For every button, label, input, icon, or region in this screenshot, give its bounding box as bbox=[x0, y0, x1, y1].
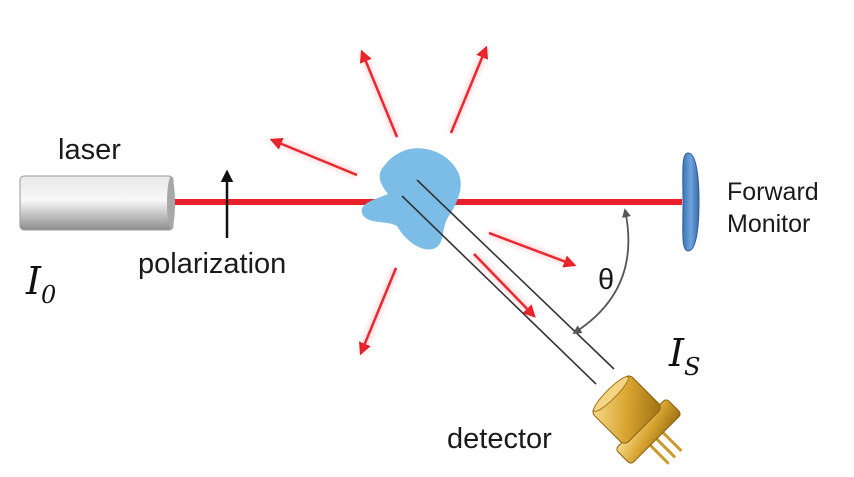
laser-label: laser bbox=[58, 134, 121, 166]
polarization-label: polarization bbox=[138, 248, 287, 280]
detector-guide-lines bbox=[401, 179, 615, 385]
detector-label: detector bbox=[447, 423, 552, 455]
sample-blob-icon bbox=[361, 148, 461, 250]
incident-intensity-symbol: I0 bbox=[26, 262, 56, 307]
photodiode-detector-icon bbox=[592, 375, 683, 465]
forward-monitor-label: Forward Monitor bbox=[727, 176, 819, 240]
forward-monitor-label-line2: Monitor bbox=[727, 210, 811, 238]
forward-monitor-label-line1: Forward bbox=[727, 178, 819, 206]
forward-monitor-disc-icon bbox=[682, 152, 700, 252]
scattered-intensity-symbol: IS bbox=[669, 334, 700, 379]
scattered-intensity-subscript: S bbox=[684, 353, 701, 381]
theta-label: θ bbox=[598, 264, 615, 296]
scattered-intensity-base: I bbox=[669, 331, 685, 375]
incident-intensity-subscript: 0 bbox=[41, 281, 57, 309]
incident-intensity-base: I bbox=[26, 259, 42, 303]
theta-angle-arc bbox=[572, 208, 631, 334]
laser-cylinder-icon bbox=[19, 175, 175, 231]
scatter-arrow-glow bbox=[270, 46, 576, 355]
